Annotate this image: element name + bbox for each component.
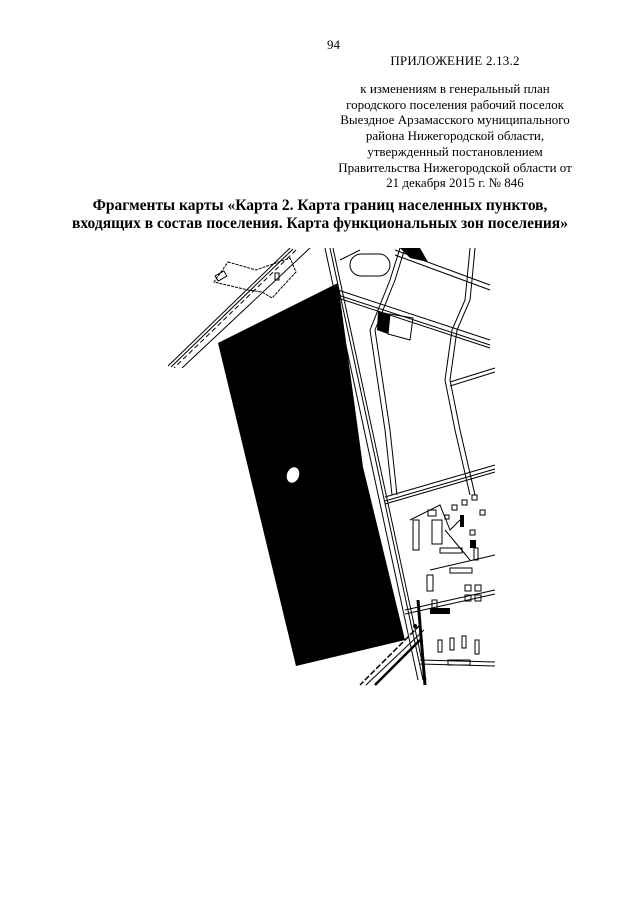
appendix-subtitle-line: утвержденный постановлением [367,143,543,159]
appendix-subtitle: к изменениям в генеральный план городско… [330,81,580,191]
parcel-top [213,257,297,299]
map-image [167,247,496,686]
heading-line: входящих в состав поселения. Карта функц… [72,215,568,232]
functional-zone-black [218,283,405,666]
stadium [349,253,391,277]
roads [324,247,496,681]
appendix-subtitle-line: района Нижегородской области, [365,128,545,144]
appendix-subtitle-line: к изменениям в генеральный план [360,81,550,96]
appendix-subtitle-line: Правительства Нижегородской области от [338,159,572,175]
page-number: 94 [327,37,340,52]
appendix-subtitle-line: городского поселения рабочий поселок [346,96,564,112]
railway-bottom [359,599,427,686]
document-heading: Фрагменты карты «Карта 2. Карта границ н… [40,197,600,233]
settlement [404,494,496,667]
appendix-subtitle-line: Выездное Арзамасского муниципального [340,112,570,128]
appendix-title: ПРИЛОЖЕНИЕ 2.13.2 [390,53,520,68]
appendix-subtitle-line: 21 декабря 2015 г. № 846 [386,175,524,191]
railway [167,247,311,369]
heading-line: Фрагменты карты «Карта 2. Карта границ н… [92,197,548,214]
map-fragment [160,245,500,690]
